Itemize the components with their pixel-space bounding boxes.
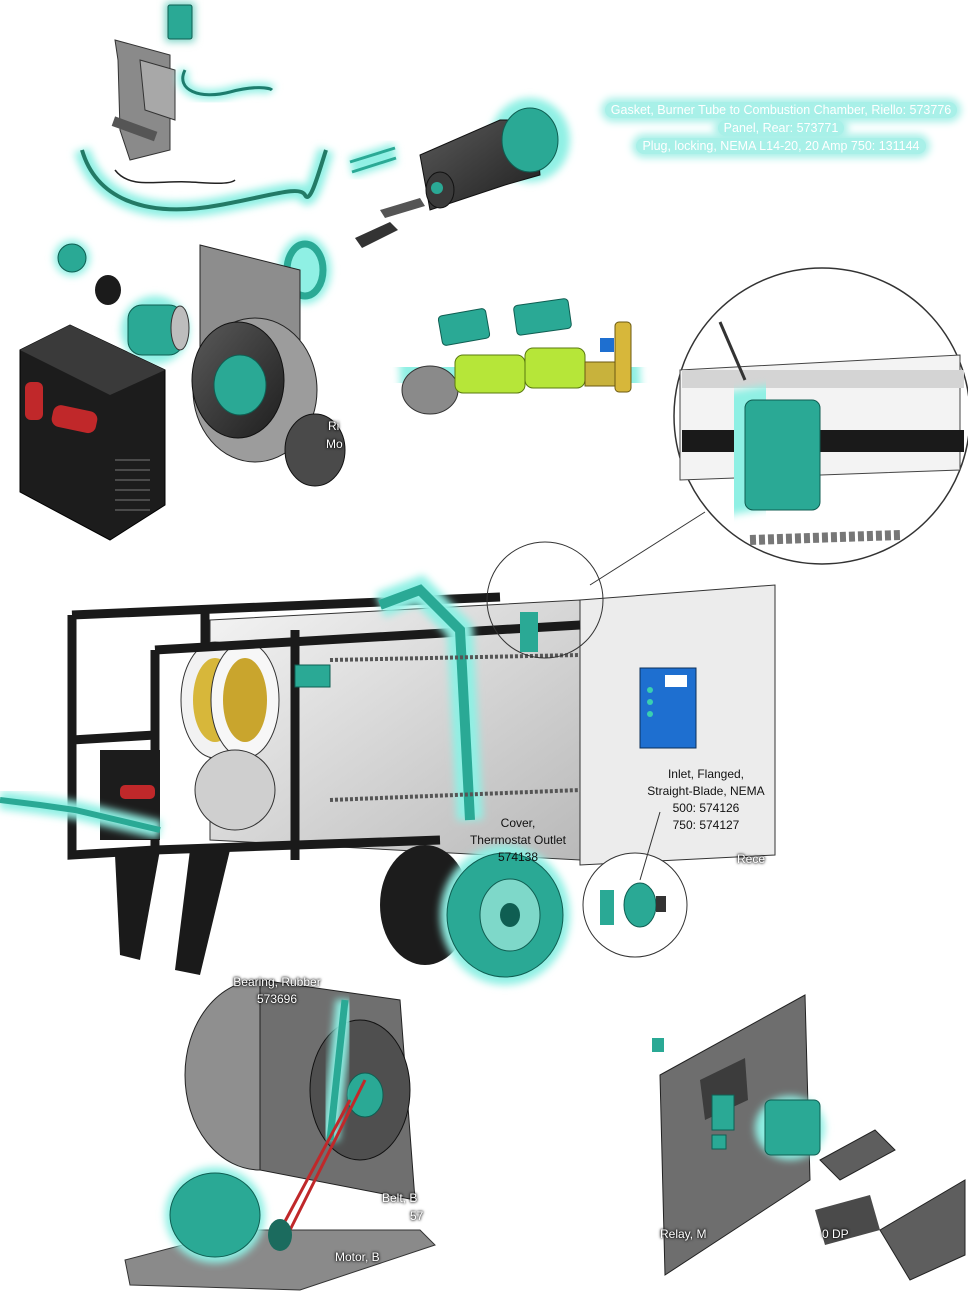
- bearing-callout: Bearing, Rubber 573696: [222, 974, 332, 1008]
- parts-legend: Gasket, Burner Tube to Combustion Chambe…: [596, 100, 966, 156]
- burner-tube-icon: [348, 98, 570, 248]
- main-heater-unit: [0, 541, 776, 985]
- riello-callout-b: Mo: [326, 437, 343, 451]
- relay-tail-callout: 0 DP: [822, 1227, 849, 1241]
- inlet-callout: Inlet, Flanged, Straight-Blade, NEMA 500…: [640, 766, 772, 834]
- inlet-line-1: Inlet, Flanged,: [667, 767, 745, 781]
- belt-part-callout: 57: [410, 1209, 424, 1223]
- blower-icon: [124, 979, 436, 1291]
- ignition-cable-icon: [74, 147, 334, 218]
- inlet-line-4: 750: 574127: [672, 818, 740, 832]
- riello-burner-assembly: [19, 236, 346, 541]
- plug-detail-magnifier: [589, 267, 968, 586]
- riello-callout-a: Ri: [328, 419, 340, 433]
- transformer-icon: [167, 4, 193, 40]
- relay-callout: Relay, M: [660, 1227, 707, 1241]
- inlet-line-2: Straight-Blade, NEMA: [647, 784, 765, 798]
- legend-item: Gasket, Burner Tube to Combustion Chambe…: [604, 102, 958, 118]
- legend-item: Panel, Rear: 573771: [717, 120, 845, 136]
- belt-callout: Belt, B: [382, 1191, 418, 1205]
- cover-line-1: Cover,: [500, 816, 536, 830]
- cover-line-3: 574138: [497, 850, 539, 864]
- cover-callout: Cover, Thermostat Outlet 574138: [458, 815, 578, 866]
- cover-line-2: Thermostat Outlet: [469, 833, 567, 847]
- transformer-bracket-assembly: [111, 2, 276, 161]
- receptacle-callout: Rece: [737, 852, 766, 866]
- gas-valve-train-icon: [399, 298, 641, 415]
- motor-callout: Motor, B: [335, 1250, 380, 1264]
- relay-panel-icon: [652, 994, 966, 1281]
- bearing-line-2: 573696: [256, 992, 298, 1006]
- legend-item: Plug, locking, NEMA L14-20, 20 Amp 750: …: [636, 138, 926, 154]
- inlet-line-3: 500: 574126: [672, 801, 740, 815]
- bearing-line-1: Bearing, Rubber: [233, 975, 321, 989]
